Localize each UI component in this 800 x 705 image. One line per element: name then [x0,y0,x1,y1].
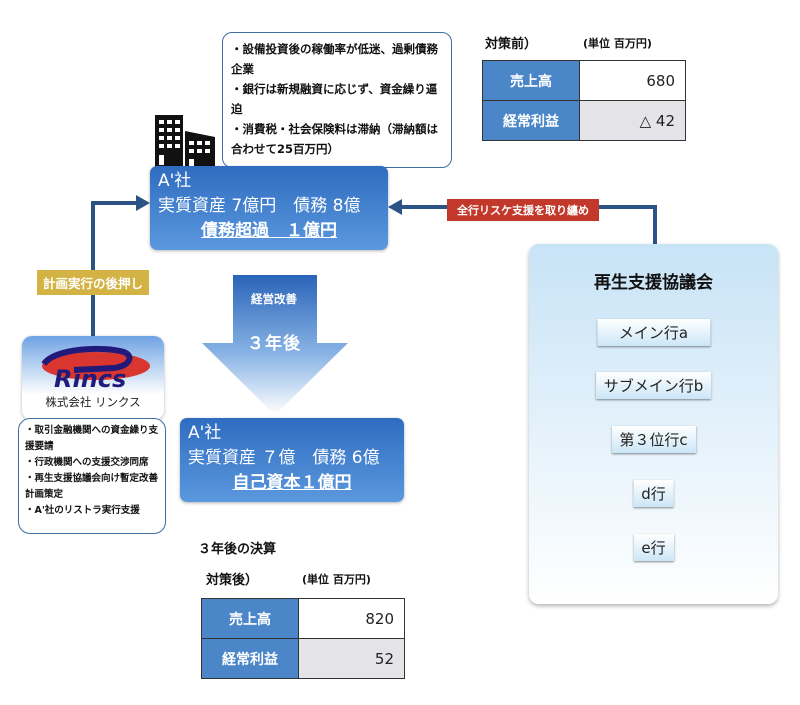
after-section-title: ３年後の決算 [198,542,277,557]
service-item: ・再生支援協議会向け暫定改善計画策定 [25,473,159,500]
before-table: 売上高 680 経常利益 △ 42 [482,60,686,141]
table-row: 売上高 680 [482,60,686,101]
rincs-services-note: ・取引金融機関への資金繰り支援要請 ・行政機関への支援交渉同席 ・再生支援協議会… [18,418,166,534]
company-after-box: A'社 実質資産 ７億 債務 6億 自己資本１億円 [180,418,404,502]
arrow-label-improvement: 経営改善 [251,292,297,306]
after-title: 対策後） [206,573,259,588]
company-name: A'社 [188,423,222,443]
company-status: 自己資本１億円 [232,473,352,493]
company-before-box: A'社 実質資産 7億円 債務 8億 債務超過 １億円 [150,166,388,250]
bank-consolidation-label: 全行リスケ支援を取り纏め [447,199,599,221]
before-unit: (単位 百万円) [583,37,652,50]
company-balance: 実質資産 ７億 債務 6億 [188,448,380,468]
building-icon [155,115,215,171]
problem-note: ・設備投資後の稼働率が低迷、過剰債務企業 ・銀行は新規融資に応じず、資金繰り逼迫… [222,32,452,168]
note-line: ・銀行は新規融資に応じず、資金繰り逼迫 [231,82,438,116]
after-table: 売上高 820 経常利益 52 [201,598,405,679]
bank-item: サブメイン行b [595,372,712,399]
bank-item: d行 [633,480,674,507]
service-item: ・取引金融機関への資金繰り支援要請 [25,425,159,452]
bank-item: メイン行a [596,319,711,346]
table-row: 経常利益 △ 42 [482,100,686,141]
row-label: 売上高 [201,598,299,639]
row-value: 680 [579,60,686,101]
rincs-logo-text: Rincs [54,365,126,392]
row-label: 経常利益 [201,638,299,679]
row-value: 820 [298,598,405,639]
service-item: ・A'社のリストラ実行支援 [25,505,140,516]
bank-item: 第３位行c [611,426,696,453]
service-item: ・行政機関への支援交渉同席 [25,457,149,468]
row-value: △ 42 [579,100,686,141]
council-panel: 再生支援協議会 メイン行a サブメイン行b 第３位行c d行 e行 [529,244,778,604]
down-arrow-icon [202,275,348,415]
note-line: ・消費税・社会保険料は滞納（滞納額は合わせて25百万円） [231,122,438,156]
table-row: 経常利益 52 [201,638,405,679]
company-balance: 実質資産 7億円 債務 8億 [158,196,361,216]
rincs-logo-icon: Rincs [41,345,150,392]
rincs-box: Rincs 株式会社 リンクス [22,336,164,420]
row-label: 経常利益 [482,100,580,141]
before-title: 対策前） [485,37,538,52]
table-row: 売上高 820 [201,598,405,639]
plan-support-label: 計画実行の後押し [37,270,150,295]
company-status: 債務超過 １億円 [201,221,337,241]
row-label: 売上高 [482,60,580,101]
after-unit: (単位 百万円) [302,573,371,586]
note-line: ・設備投資後の稼働率が低迷、過剰債務企業 [231,42,438,76]
rincs-company-name: 株式会社 リンクス [45,395,141,409]
bank-item: e行 [633,534,674,561]
council-title: 再生支援協議会 [594,273,713,293]
arrowhead-right [136,195,150,211]
arrowhead-left [388,199,402,215]
company-name: A'社 [158,171,192,191]
arrow-label-years: ３年後 [247,334,301,354]
row-value: 52 [298,638,405,679]
